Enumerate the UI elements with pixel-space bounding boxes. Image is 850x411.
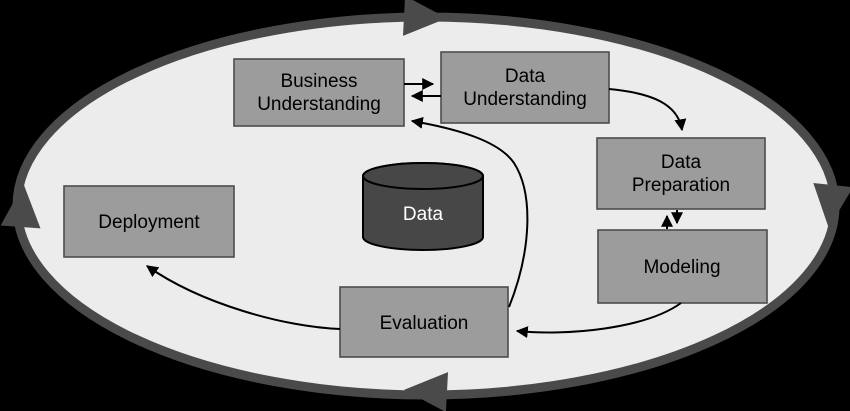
data-understanding-label-line2: Understanding [463, 89, 587, 110]
data-cylinder-label: Data [403, 204, 444, 225]
node-business-understanding: Business Understanding [233, 58, 405, 127]
arrow-modeling-to-evaluation [515, 302, 682, 339]
cycle-arrowhead-bottom-icon [404, 372, 449, 411]
business-understanding-box [233, 58, 405, 127]
node-deployment: Deployment [63, 185, 235, 258]
data-cylinder: Data [362, 162, 484, 251]
evaluation-box [339, 286, 509, 358]
node-data-preparation: Data Preparation [596, 137, 766, 210]
arrow-data-understanding-to-preparation [608, 88, 687, 132]
cycle-arrowhead-right-icon [813, 183, 850, 228]
arrow-evaluation-to-business-understanding [410, 116, 529, 308]
data-cylinder-top [362, 162, 484, 190]
data-preparation-label-line1: Data [661, 152, 702, 173]
node-data-understanding: Data Understanding [440, 51, 610, 124]
business-understanding-label-line1: Business [280, 71, 357, 92]
modeling-label: Modeling [643, 257, 720, 278]
business-understanding-label-line2: Understanding [257, 94, 381, 115]
node-evaluation: Evaluation [339, 286, 509, 358]
data-preparation-label-line2: Preparation [632, 175, 730, 196]
data-understanding-box [440, 51, 610, 124]
evaluation-label: Evaluation [380, 313, 469, 334]
data-preparation-box [596, 137, 766, 210]
modeling-box [597, 229, 768, 304]
data-understanding-label-line1: Data [505, 66, 546, 87]
cycle-arrowhead-top-icon [402, 0, 447, 36]
node-modeling: Modeling [597, 229, 768, 304]
arrow-evaluation-to-deployment [146, 265, 341, 330]
deployment-box [63, 185, 235, 258]
deployment-label: Deployment [98, 212, 200, 233]
cycle-arrowhead-left-icon [0, 184, 41, 229]
